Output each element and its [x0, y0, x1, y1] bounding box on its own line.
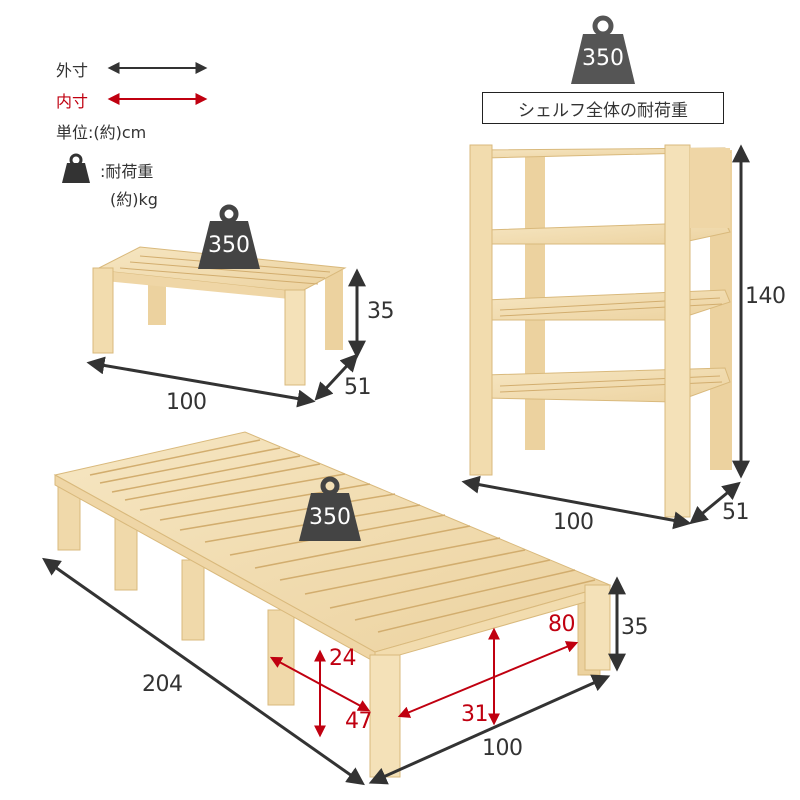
- bed-inner-width-label: 80: [548, 612, 576, 637]
- legend-load-label: :耐荷重: [100, 162, 154, 181]
- bench-depth-arrow: [314, 353, 359, 401]
- shelf-width-arrow: [461, 475, 692, 530]
- bed-height-label: 35: [621, 615, 649, 640]
- shelf-weight-value: 350: [582, 46, 624, 71]
- legend-unit-label: 単位:(約)cm: [56, 123, 147, 142]
- bench-weight-icon: 350: [192, 203, 266, 271]
- shelf-illustration: [469, 144, 732, 518]
- bench-height-label: 35: [367, 299, 395, 324]
- legend-weight-icon: [62, 153, 90, 183]
- legend-inner-label: 内寸: [56, 92, 89, 111]
- bed-inner-height-label: 31: [461, 702, 489, 727]
- shelf-load-caption: シェルフ全体の耐荷重: [482, 92, 724, 124]
- bed-width-label: 100: [482, 736, 523, 761]
- bed-length-arrow: [42, 557, 365, 786]
- shelf-width-label: 100: [553, 510, 594, 535]
- bed-weight-icon: 350: [293, 475, 367, 543]
- shelf-depth-arrow: [689, 481, 741, 525]
- bench-depth-label: 51: [344, 375, 372, 400]
- bench-weight-value: 350: [208, 233, 250, 258]
- bench-width-arrow: [86, 356, 316, 408]
- bench-width-label: 100: [166, 390, 207, 415]
- legend-load-unit: (約)kg: [110, 190, 158, 209]
- legend-outer-label: 外寸: [56, 61, 89, 80]
- shelf-height-label: 140: [745, 284, 786, 309]
- bed-inner-clearance-label: 24: [329, 646, 357, 671]
- bed-width-arrow: [368, 674, 611, 785]
- shelf-depth-label: 51: [722, 500, 750, 525]
- bed-inner-depth-label: 47: [345, 709, 373, 734]
- bed-inner-width-arrow: [397, 641, 579, 718]
- bed-weight-value: 350: [309, 505, 351, 530]
- bed-length-label: 204: [142, 672, 183, 697]
- shelf-weight-icon: 350: [563, 14, 643, 86]
